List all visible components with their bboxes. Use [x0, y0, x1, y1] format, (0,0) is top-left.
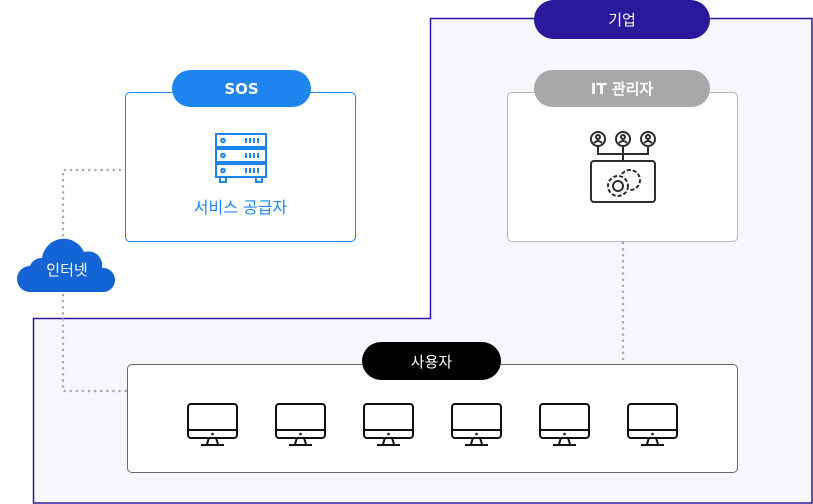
- internet-label: 인터넷: [46, 261, 88, 279]
- users-label: 사용자: [362, 342, 501, 380]
- sos-label: SOS: [172, 70, 311, 107]
- desktop-monitor-icon: [187, 403, 238, 446]
- desktop-monitor-icon: [363, 403, 414, 446]
- connector-lines: [61, 168, 625, 393]
- desktop-monitor-icon: [627, 403, 678, 446]
- server-rack-icon: [215, 133, 267, 183]
- sos-caption: 서비스 공급자: [193, 198, 288, 217]
- desktop-monitor-icon: [539, 403, 590, 446]
- device-list: [187, 403, 678, 446]
- it-admin-box: [507, 92, 738, 242]
- desktop-monitor-icon: [451, 403, 502, 446]
- it-admin-label: IT 관리자: [534, 70, 710, 107]
- cloud-icon: [17, 238, 116, 292]
- sos-box: 서비스 공급자: [125, 92, 356, 242]
- enterprise-label: 기업: [534, 0, 710, 39]
- internet-cloud: 인터넷: [16, 238, 118, 294]
- admin-users-gear-icon: [590, 131, 656, 203]
- desktop-monitor-icon: [275, 403, 326, 446]
- users-box: [127, 364, 738, 473]
- connector-sos-internet: [61, 168, 128, 252]
